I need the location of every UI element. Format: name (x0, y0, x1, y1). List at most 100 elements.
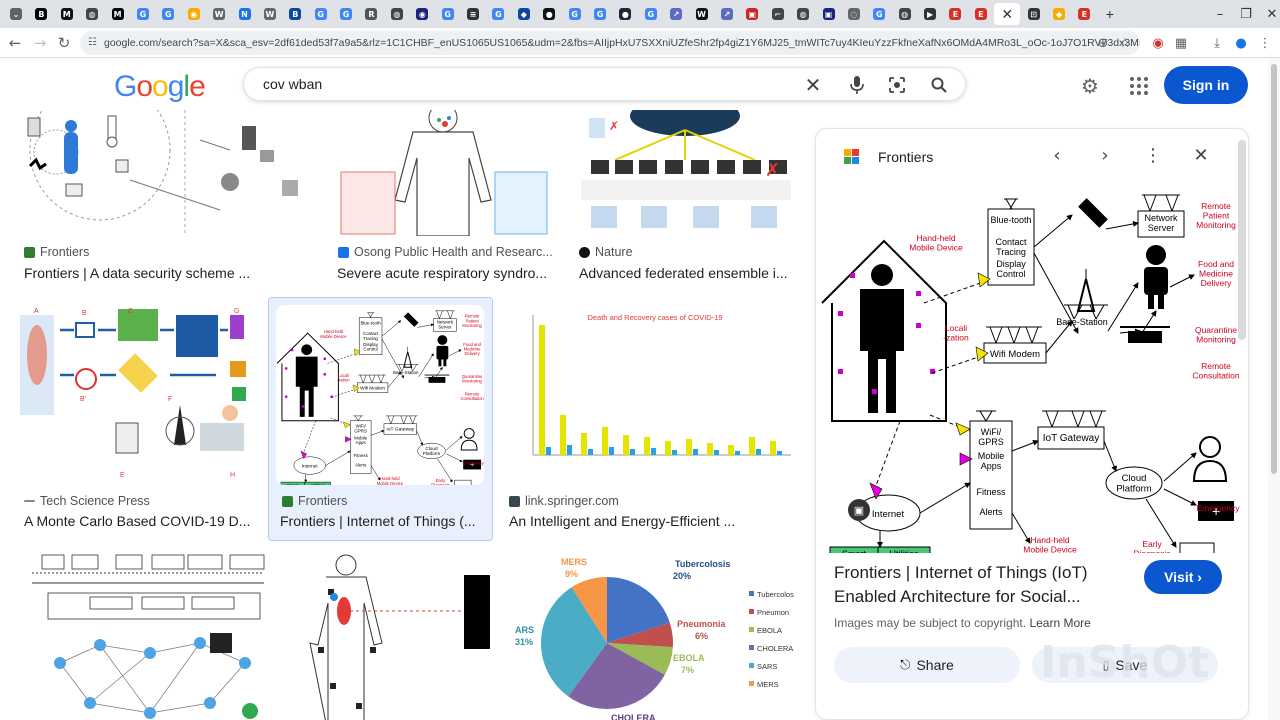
previous-chevron-icon[interactable]: ‹ (1053, 145, 1061, 166)
panel-title[interactable]: Frontiers | Internet of Things (IoT) Ena… (834, 563, 1088, 606)
tab-m-icon[interactable]: M (106, 3, 130, 25)
tab-tab-icon[interactable]: ⌐ (766, 3, 790, 25)
tab-mail-icon[interactable]: ▣ (740, 3, 764, 25)
tab-google-icon[interactable]: G (156, 3, 180, 25)
tab-m-icon[interactable]: M (55, 3, 79, 25)
tab-wiki-icon[interactable]: W (258, 3, 282, 25)
google-logo[interactable]: Google (114, 70, 206, 103)
search-icon[interactable] (924, 68, 954, 102)
tab-google-icon[interactable]: G (867, 3, 891, 25)
next-chevron-icon[interactable]: › (1101, 145, 1109, 166)
profile-icon[interactable]: ● (1235, 35, 1247, 51)
tab-google-icon[interactable]: G (436, 3, 460, 25)
save-button[interactable]: ▯Save (1032, 647, 1218, 683)
tab-globe-icon[interactable]: ◉ (410, 3, 434, 25)
tab-brand-icon[interactable]: ◉ (182, 3, 206, 25)
result-title[interactable]: Frontiers | A data security scheme ... (24, 265, 251, 281)
tab-play-icon[interactable]: ▶ (918, 3, 942, 25)
tab-r-icon[interactable]: R (359, 3, 383, 25)
tab-diamond-icon[interactable]: ◆ (1047, 3, 1071, 25)
zoom-icon[interactable]: ⊕ (1097, 35, 1109, 51)
result-title[interactable]: Frontiers | Internet of Things (... (280, 513, 476, 529)
result-title[interactable]: Advanced federated ensemble i... (579, 265, 788, 281)
tab-google-icon[interactable]: G (588, 3, 612, 25)
scrollbar-thumb[interactable] (1271, 64, 1277, 474)
tab-globe-icon[interactable]: ◍ (893, 3, 917, 25)
extensions-puzzle-icon[interactable]: ▦ (1174, 35, 1188, 51)
result-thumbnail-sensor-network[interactable] (20, 110, 312, 236)
result-thumbnail-body-sensors[interactable] (290, 553, 492, 720)
result-thumbnail-respiratory[interactable] (333, 110, 554, 236)
tab-arrow-icon[interactable]: ↗ (715, 3, 739, 25)
tab-google-icon[interactable]: G (486, 3, 510, 25)
tab-tab-icon[interactable]: ⊡ (1022, 3, 1046, 25)
tab-book-icon[interactable]: B (283, 3, 307, 25)
tab-wiki-icon[interactable]: W (207, 3, 231, 25)
tab-chevron-down-icon[interactable]: ⌄ (4, 3, 28, 25)
tab-globe-icon[interactable]: ◍ (80, 3, 104, 25)
result-thumbnail-federated[interactable]: ✗ ✗ (575, 110, 795, 236)
lens-search-icon[interactable]: ▣ (848, 499, 870, 521)
result-source[interactable]: Tech Science Press (24, 494, 150, 508)
tab-e-icon[interactable]: E (1072, 3, 1096, 25)
download-icon[interactable]: ⤓ (1214, 35, 1220, 51)
window-close-icon[interactable]: ✕ (1266, 6, 1278, 22)
share-button[interactable]: ⎋Share (834, 647, 1020, 683)
result-title[interactable]: A Monte Carlo Based COVID-19 D... (24, 513, 251, 529)
result-thumbnail-sd-wban[interactable] (20, 553, 268, 720)
minimize-icon[interactable]: – (1216, 6, 1224, 22)
tab-google-icon[interactable]: G (334, 3, 358, 25)
bookmark-star-icon[interactable]: ☆ (1119, 35, 1131, 51)
tab-w-icon[interactable]: W (690, 3, 714, 25)
preview-image[interactable]: + (820, 183, 1240, 598)
tab-google-icon[interactable]: G (639, 3, 663, 25)
result-title[interactable]: An Intelligent and Energy-Efficient ... (509, 513, 736, 529)
result-source[interactable]: Frontiers (282, 494, 347, 508)
clear-icon[interactable]: ✕ (804, 73, 822, 97)
result-title[interactable]: Severe acute respiratory syndro... (337, 265, 548, 281)
result-source[interactable]: Frontiers (24, 245, 89, 259)
lens-icon[interactable] (882, 68, 912, 102)
menu-dots-icon[interactable]: ⋮ (1258, 35, 1272, 51)
tab-github-icon[interactable]: ● (537, 3, 561, 25)
tab-news-icon[interactable]: ▣ (817, 3, 841, 25)
tab-shield-icon[interactable]: ◆ (512, 3, 536, 25)
tab-google-icon[interactable]: G (131, 3, 155, 25)
active-tab-close-icon[interactable]: ✕ (994, 3, 1021, 25)
settings-gear-icon[interactable]: ⚙ (1081, 74, 1099, 98)
result-source[interactable]: link.springer.com (509, 494, 619, 508)
tab-e-icon[interactable]: E (969, 3, 993, 25)
close-panel-icon[interactable]: ✕ (1193, 145, 1209, 166)
tab-tab-icon[interactable]: ◌ (842, 3, 866, 25)
tab-globe-icon[interactable]: ◍ (385, 3, 409, 25)
result-source[interactable]: Osong Public Health and Researc... (338, 245, 553, 259)
tab-google-icon[interactable]: G (563, 3, 587, 25)
tab-circle-icon[interactable]: ● (613, 3, 637, 25)
extension-icon[interactable]: ◉ (1152, 35, 1164, 51)
new-tab-icon[interactable]: + (1105, 6, 1114, 22)
result-thumbnail-covid-bar-chart[interactable]: Death and Recovery cases of COVID-19 (505, 305, 795, 485)
page-scrollbar[interactable] (1268, 58, 1280, 720)
address-bar[interactable]: ☷ google.com/search?sa=X&sca_esv=2df61de… (80, 31, 1140, 55)
sign-in-button[interactable]: Sign in (1164, 66, 1248, 104)
more-options-icon[interactable]: ⋮ (1144, 145, 1162, 166)
panel-scrollbar[interactable] (1238, 140, 1246, 340)
tab-google-icon[interactable]: G (309, 3, 333, 25)
tab-arrow-icon[interactable]: ↗ (664, 3, 688, 25)
panel-source-name[interactable]: Frontiers (878, 149, 934, 165)
mic-icon[interactable] (842, 68, 872, 102)
site-info-icon[interactable]: ☷ (88, 37, 97, 48)
tab-e-icon[interactable]: E (943, 3, 967, 25)
back-arrow-icon[interactable]: ← (8, 34, 22, 52)
search-input[interactable] (263, 76, 783, 92)
tab-bookmark-icon[interactable]: B (29, 3, 53, 25)
tab-text-icon[interactable]: ≡ (461, 3, 485, 25)
google-apps-icon[interactable] (1130, 77, 1148, 95)
tab-globe-icon[interactable]: ◍ (791, 3, 815, 25)
maximize-icon[interactable]: ❐ (1240, 6, 1252, 22)
learn-more-link[interactable]: Learn More (1029, 616, 1091, 630)
reload-icon[interactable]: ↻ (57, 34, 71, 52)
